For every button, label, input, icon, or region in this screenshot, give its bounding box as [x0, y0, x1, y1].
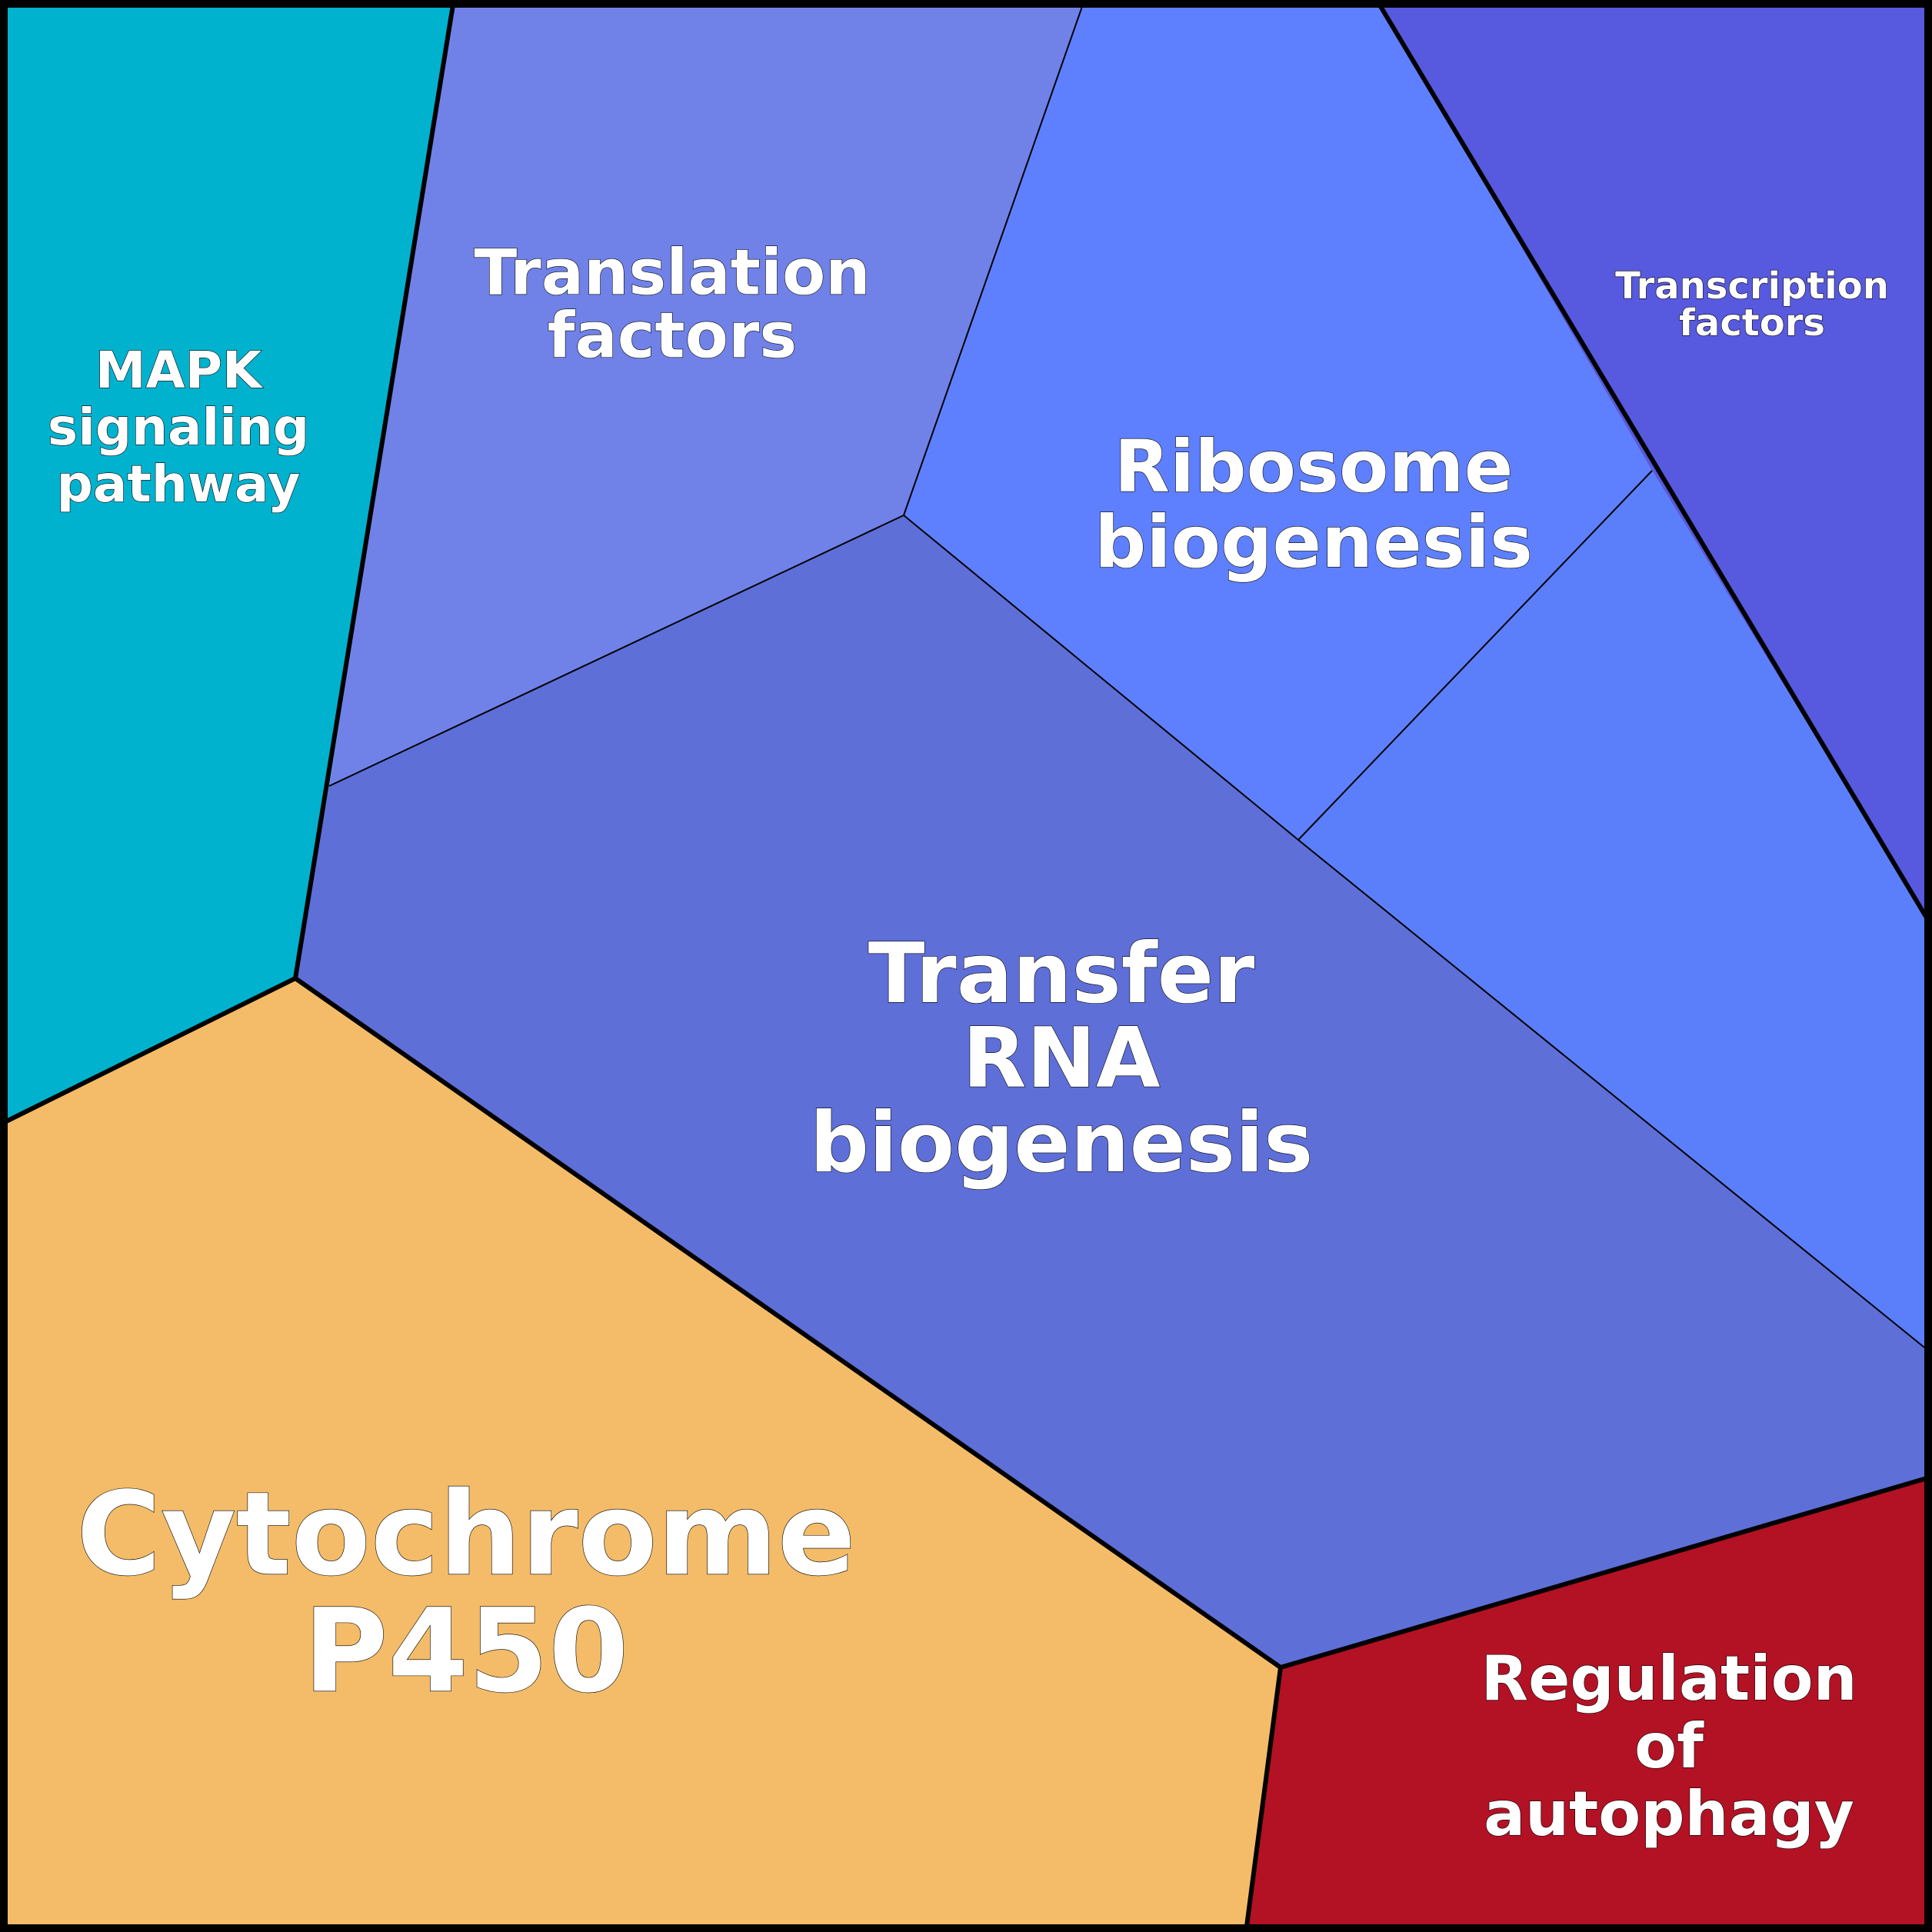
label-line: Ribosome: [1114, 425, 1514, 509]
label-line: Translation: [474, 237, 870, 310]
label-line: factors: [548, 300, 797, 373]
label-line: signaling: [48, 398, 309, 457]
inner-boundary: [328, 515, 904, 787]
group-boundary: [294, 976, 1282, 1670]
inner-boundary: [1297, 839, 1932, 1354]
label-line: RNA: [962, 1011, 1161, 1107]
label-line: biogenesis: [1094, 501, 1533, 585]
label-line: Cytochrome: [76, 1468, 855, 1602]
label-line: of: [1634, 1710, 1704, 1782]
cell-translation: [329, 0, 1084, 786]
group-boundary: [1244, 1667, 1283, 1932]
label-line: Transcription: [1615, 265, 1889, 308]
label-line: P450: [303, 1585, 628, 1719]
cell-mapk: [0, 0, 454, 1124]
cell-ribosome_sub: [1298, 471, 1932, 1354]
inner-boundary: [903, 0, 1085, 516]
cell-autophagy: [1246, 1477, 1932, 1932]
label-line: Regulation: [1481, 1643, 1857, 1714]
cell-ribosome: [904, 0, 1652, 840]
label-line: pathway: [57, 455, 301, 514]
inner-boundary: [903, 515, 1299, 841]
group-boundary: [1280, 1474, 1932, 1670]
group-boundary: [0, 976, 297, 1127]
label-line: Transfer: [868, 926, 1255, 1022]
label-line: factors: [1679, 301, 1825, 345]
label-line: biogenesis: [810, 1095, 1314, 1191]
cell-cytochrome: [0, 978, 1281, 1932]
group-boundary: [1374, 0, 1932, 928]
group-boundary: [293, 0, 456, 979]
label-line: autophagy: [1484, 1778, 1854, 1850]
label-line: MAPK: [95, 341, 264, 400]
inner-boundary: [1297, 470, 1653, 841]
cell-trna: [295, 515, 1932, 1667]
